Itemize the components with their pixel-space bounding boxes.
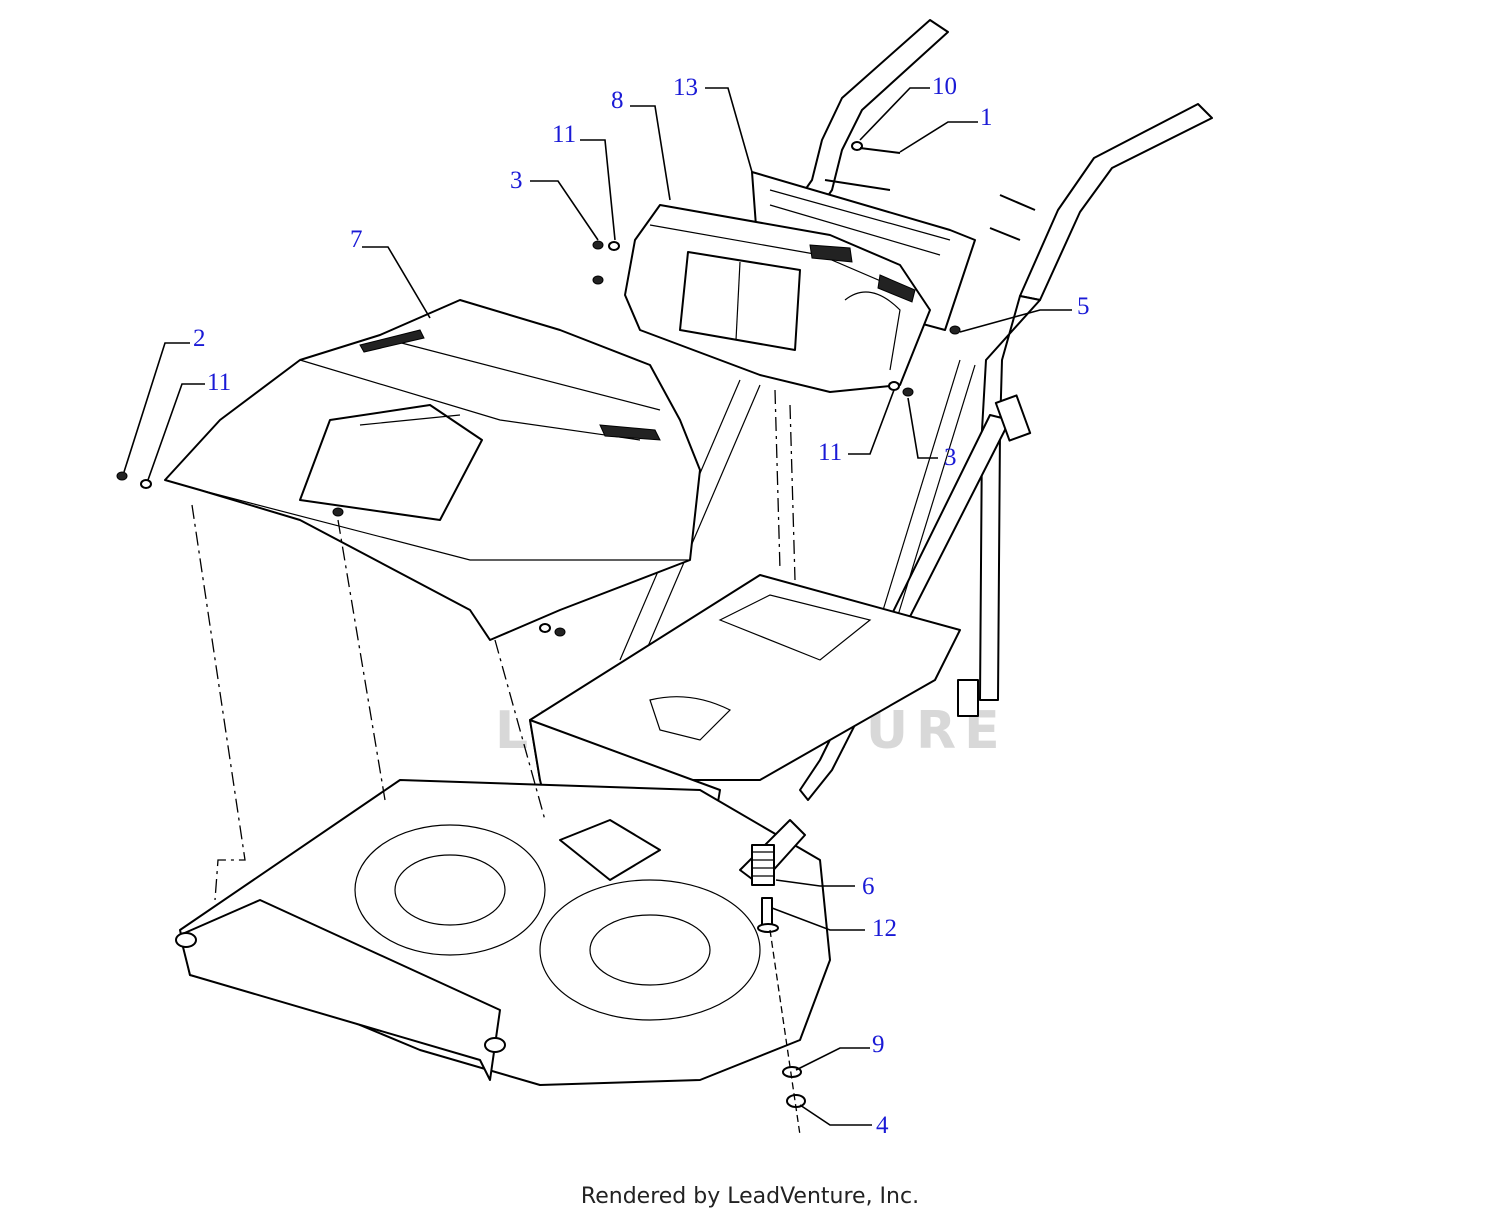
- callout-9-label: 9: [872, 1031, 885, 1058]
- callout-12: 12: [771, 907, 897, 942]
- callout-7-label: 7: [350, 226, 363, 253]
- hardware: [116, 141, 1036, 1108]
- callout-11-left-label: 11: [207, 369, 231, 396]
- callout-6: 6: [775, 873, 875, 900]
- alignment-lines: [191, 389, 801, 1136]
- callout-13-label: 13: [673, 74, 698, 101]
- callout-8-label: 8: [611, 87, 624, 114]
- callout-11-top-label: 11: [552, 121, 576, 148]
- render-credit: Rendered by LeadVenture, Inc.: [580, 1184, 920, 1209]
- callout-4-label: 4: [876, 1112, 889, 1139]
- callouts: 1 2 3 3 4 5 6: [123, 73, 1090, 1139]
- callout-8: 8: [611, 87, 671, 201]
- mower-deck: [175, 779, 831, 1086]
- callout-11-right: 11: [818, 389, 895, 466]
- callout-3-left-label: 3: [510, 167, 523, 194]
- callout-10-label: 10: [932, 73, 957, 100]
- control-panel-cover: [624, 204, 931, 393]
- callout-7: 7: [350, 226, 431, 319]
- spring-assembly: [739, 819, 806, 933]
- callout-12-label: 12: [872, 915, 897, 942]
- callout-5-label: 5: [1077, 293, 1090, 320]
- callout-1: 1: [899, 104, 993, 153]
- deck-cover: [164, 299, 701, 641]
- callout-10: 10: [859, 73, 957, 141]
- callout-11-right-label: 11: [818, 439, 842, 466]
- callout-13: 13: [673, 74, 753, 173]
- callout-4: 4: [799, 1104, 889, 1139]
- callout-3-right-label: 3: [944, 444, 957, 471]
- callout-2-label: 2: [193, 325, 206, 352]
- callout-11-left: 11: [147, 369, 231, 481]
- callout-1-label: 1: [980, 104, 993, 131]
- callout-5: 5: [959, 293, 1090, 333]
- callout-6-label: 6: [862, 873, 875, 900]
- callout-2: 2: [123, 325, 206, 473]
- callout-11-top: 11: [552, 121, 616, 241]
- callout-3-right: 3: [907, 397, 957, 471]
- callout-3-left: 3: [510, 167, 599, 241]
- callout-9: 9: [795, 1031, 885, 1071]
